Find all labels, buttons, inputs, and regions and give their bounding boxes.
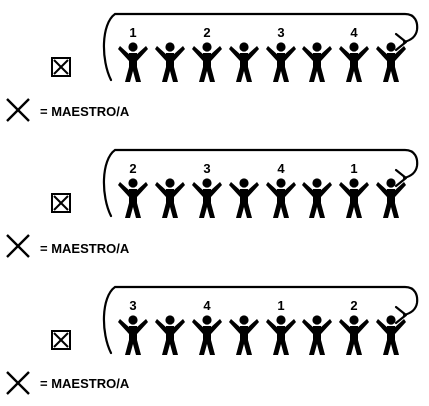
legend-label-3: = MAESTRO/A bbox=[40, 376, 130, 391]
row-3-number-4: 2 bbox=[350, 298, 357, 313]
person-icon bbox=[302, 315, 332, 355]
person-icon bbox=[118, 178, 148, 218]
row-3-number-3: 1 bbox=[277, 298, 284, 313]
rotation-row-3: 3 4 1 2 bbox=[6, 285, 419, 395]
person-icon bbox=[229, 178, 259, 218]
person-icon bbox=[339, 178, 369, 218]
row-2-number-2: 3 bbox=[203, 161, 210, 176]
curved-arrow-icon bbox=[102, 12, 419, 82]
row-2-number-3: 4 bbox=[277, 161, 285, 176]
row-3-number-1: 3 bbox=[129, 298, 136, 313]
legend-label-2: = MAESTRO/A bbox=[40, 241, 130, 256]
person-icon bbox=[118, 42, 148, 82]
legend-x-cross-icon bbox=[6, 234, 30, 258]
teacher-boxed-x-icon bbox=[51, 57, 71, 77]
rotation-row-2: 2 3 4 1 bbox=[6, 148, 419, 258]
row-2-number-1: 2 bbox=[129, 161, 136, 176]
person-icon bbox=[266, 315, 296, 355]
person-icon bbox=[339, 42, 369, 82]
person-icon bbox=[266, 178, 296, 218]
row-3-number-2: 4 bbox=[203, 298, 211, 313]
person-icon bbox=[302, 178, 332, 218]
teacher-boxed-x-icon bbox=[51, 193, 71, 213]
person-icon bbox=[192, 42, 222, 82]
teacher-boxed-x-icon bbox=[51, 330, 71, 350]
person-icon bbox=[155, 315, 185, 355]
person-icon bbox=[376, 315, 406, 355]
person-icon bbox=[118, 315, 148, 355]
person-icon bbox=[192, 315, 222, 355]
person-icon bbox=[376, 178, 406, 218]
curved-arrow-icon bbox=[102, 285, 419, 355]
person-icon bbox=[155, 178, 185, 218]
curved-arrow-icon bbox=[102, 148, 419, 218]
row-1-number-3: 3 bbox=[277, 25, 284, 40]
row-2-number-4: 1 bbox=[350, 161, 357, 176]
person-icon bbox=[229, 42, 259, 82]
person-icon bbox=[376, 42, 406, 82]
rotation-row-1: 1 2 3 4 bbox=[6, 12, 419, 122]
person-icon bbox=[302, 42, 332, 82]
person-icon bbox=[266, 42, 296, 82]
row-1-number-2: 2 bbox=[203, 25, 210, 40]
person-icon bbox=[229, 315, 259, 355]
legend-label-1: = MAESTRO/A bbox=[40, 104, 130, 119]
person-icon bbox=[192, 178, 222, 218]
person-icon bbox=[339, 315, 369, 355]
legend-x-cross-icon bbox=[6, 98, 30, 122]
legend-x-cross-icon bbox=[6, 371, 30, 395]
row-1-number-4: 4 bbox=[350, 25, 358, 40]
row-1-number-1: 1 bbox=[129, 25, 136, 40]
person-icon bbox=[155, 42, 185, 82]
